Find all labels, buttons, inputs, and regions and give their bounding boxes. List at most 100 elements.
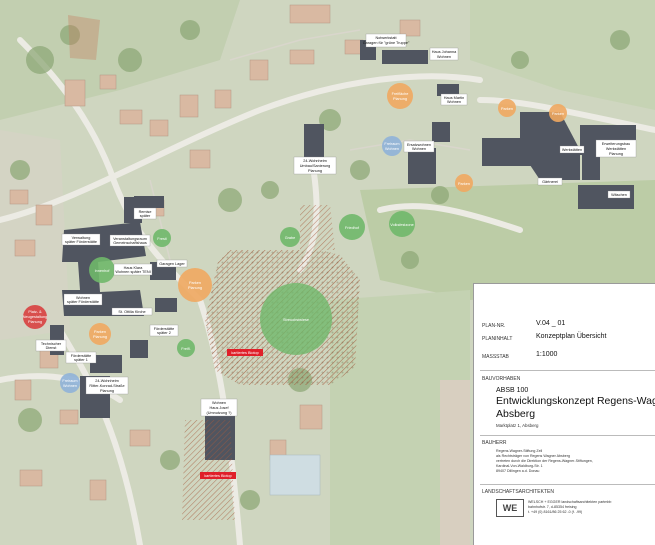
svg-text:Garagen Lager: Garagen Lager bbox=[159, 262, 185, 266]
parken-zone-planning bbox=[89, 323, 111, 345]
freiraum-zone-1 bbox=[382, 136, 402, 156]
project-title-line1: Entwicklungskonzept Regens-Wagner bbox=[496, 395, 655, 407]
massstab-label: MASSSTAB bbox=[482, 354, 509, 360]
bauherr-line: Kardinal-Von-Waldburg-Str. 1 bbox=[496, 464, 543, 468]
label-fresti: Fresti bbox=[157, 237, 167, 241]
svg-text:24-Wohnheim: 24-Wohnheim bbox=[95, 379, 119, 383]
svg-text:(Umnutzung ?): (Umnutzung ?) bbox=[206, 411, 232, 415]
project-code: ABSB 100 bbox=[496, 387, 529, 394]
svg-text:Wohnen: Wohnen bbox=[447, 100, 461, 104]
svg-text:Werkstätten: Werkstätten bbox=[606, 147, 626, 151]
svg-text:Freiraum: Freiraum bbox=[384, 142, 399, 146]
field-northeast bbox=[470, 0, 655, 110]
innenhof-zone bbox=[89, 257, 115, 283]
volksfest-zone bbox=[389, 211, 415, 237]
label-veranstaltung: Veranstaltungsraum Gemeinschaftshaus bbox=[109, 234, 151, 247]
grabe-zone bbox=[280, 227, 300, 247]
firm-logo: WE bbox=[496, 499, 524, 517]
parken-zone-center bbox=[178, 268, 212, 302]
svg-text:Planung: Planung bbox=[93, 335, 107, 339]
svg-text:Wohnen: Wohnen bbox=[412, 147, 426, 151]
svg-text:Planung: Planung bbox=[308, 169, 322, 173]
frestl-zone bbox=[153, 229, 171, 247]
svg-text:Planung: Planung bbox=[188, 286, 202, 290]
label-waschen: Wäschen bbox=[607, 190, 631, 199]
bauvorhaben-label: BAUVORHABEN bbox=[482, 376, 521, 382]
label-haus-klara: Haus Klara Wohnen später TENI bbox=[113, 263, 153, 276]
label-volksfestzone: Volksfestzone bbox=[390, 223, 413, 227]
streuobstwiese-zone bbox=[260, 283, 332, 355]
svg-text:Gemeinschaftshaus: Gemeinschaftshaus bbox=[113, 241, 147, 245]
svg-text:später 1: später 1 bbox=[74, 358, 88, 362]
svg-text:Planung: Planung bbox=[393, 97, 407, 101]
village-west bbox=[0, 130, 70, 340]
label-grabe: Grabe bbox=[285, 236, 296, 240]
landschaft-line: bahnhofstr. 7, d-85354 freising bbox=[528, 505, 577, 509]
svg-text:Planung: Planung bbox=[609, 152, 623, 156]
label-technischer-dienst: Technischer Dienst bbox=[35, 339, 67, 352]
svg-text:Veranstaltungsraum: Veranstaltungsraum bbox=[113, 237, 147, 241]
label-haus-martin: Haus Martin Wohnen bbox=[440, 93, 468, 106]
label-wohnheim-24-top: 24-Wohnheim Umbau/Sanierung Planung bbox=[293, 156, 337, 175]
svg-text:Parken: Parken bbox=[189, 281, 201, 285]
biotop-south bbox=[182, 420, 235, 520]
label-parken-b: Parken bbox=[552, 112, 564, 116]
platz-zone bbox=[23, 305, 47, 329]
bauherr-line: Regens-Wagner-Stiftung Zell bbox=[496, 449, 543, 453]
label-platz-neugestaltung: Platz- & Neugestaltung Planung bbox=[23, 310, 48, 324]
svg-text:Verwaltung: Verwaltung bbox=[72, 236, 91, 240]
plan-nr-value: V.04 _ 01 bbox=[536, 320, 566, 327]
svg-text:Wäschen: Wäschen bbox=[611, 193, 627, 197]
label-wohnen-forderstatte: Wohnen später Förderstätte bbox=[63, 293, 103, 306]
freifl-zone bbox=[177, 339, 195, 357]
svg-text:Freiraum: Freiraum bbox=[62, 379, 77, 383]
svg-text:Umbau/Sanierung: Umbau/Sanierung bbox=[300, 164, 331, 168]
svg-text:Platz- &: Platz- & bbox=[28, 310, 42, 314]
svg-text:kartiertes Biotop: kartiertes Biotop bbox=[204, 474, 231, 478]
label-forderstatte-2: Förderstätte später 2 bbox=[149, 324, 179, 337]
label-wohnen-haus-josef: Wohnen Haus Josef (Umnutzung ?) bbox=[200, 398, 238, 417]
svg-text:Werkstätten: Werkstätten bbox=[562, 148, 582, 152]
svg-text:Wohnen: Wohnen bbox=[437, 55, 451, 59]
label-parken-c: Parken bbox=[458, 182, 470, 186]
svg-text:Haus Johanna: Haus Johanna bbox=[432, 50, 457, 54]
label-gartnerei: Gärtnerei bbox=[537, 177, 563, 186]
label-wohnheim-24-bottom: 24-Wohnheim Ritter-Konrad-Straße Planung bbox=[85, 376, 129, 395]
planinhalt-value: Konzeptplan Übersicht bbox=[536, 333, 607, 340]
planinhalt-label: PLANINHALT bbox=[482, 336, 513, 342]
friedhof-zone bbox=[339, 214, 365, 240]
svg-text:Wohnen: Wohnen bbox=[385, 147, 399, 151]
label-parken-planung: Parken Planung bbox=[93, 330, 107, 339]
label-erweiterungsbau: Erweiterungsbau Werkstätten Planung bbox=[595, 139, 637, 158]
svg-text:Wohnen: Wohnen bbox=[212, 401, 226, 405]
divider bbox=[480, 484, 655, 485]
svg-text:später 2: später 2 bbox=[157, 331, 171, 335]
label-freiraum-wohnen-2: Freiraum Wohnen bbox=[62, 379, 77, 388]
svg-text:Dienst: Dienst bbox=[46, 346, 58, 350]
svg-text:später Förderstätte: später Förderstätte bbox=[65, 240, 97, 244]
plan-nr-label: PLAN-NR. bbox=[482, 323, 506, 329]
svg-text:Förderstätte: Förderstätte bbox=[71, 354, 91, 358]
field-southeast bbox=[330, 290, 470, 545]
parken-zone-c bbox=[455, 174, 473, 192]
svg-text:Wohnen: Wohnen bbox=[76, 296, 90, 300]
divider bbox=[480, 435, 655, 436]
parken-zone-b bbox=[549, 104, 567, 122]
bauherr-line: als Rechtsträger von Regens Wagner Absbe… bbox=[496, 454, 570, 458]
label-st-ottilia: St. Ottilia Kirche bbox=[111, 307, 153, 316]
project-title-line2: Absberg bbox=[496, 408, 536, 420]
landschaft-line: WELSCH + EGGER landschaftsarchitekten pa… bbox=[528, 500, 612, 504]
label-forderstatte-1: Förderstätte später 1 bbox=[65, 351, 97, 364]
label-haus-johanna: Haus Johanna Wohnen bbox=[429, 47, 459, 61]
svg-text:kartiertes Biotop: kartiertes Biotop bbox=[231, 351, 258, 355]
biotop-north bbox=[68, 15, 100, 60]
label-kartiertes-biotop-2: kartiertes Biotop bbox=[200, 472, 236, 479]
landschaft-label: LANDSCHAFTSARCHITEKTEN bbox=[482, 489, 554, 495]
svg-text:Haus Klara: Haus Klara bbox=[124, 266, 144, 270]
svg-text:Planung: Planung bbox=[100, 389, 114, 393]
bauherr-line: 89407 Dillingen a.d. Donau bbox=[496, 469, 540, 473]
svg-text:Wohnen später TENI: Wohnen später TENI bbox=[115, 270, 150, 274]
freiraum-zone-2 bbox=[60, 373, 80, 393]
